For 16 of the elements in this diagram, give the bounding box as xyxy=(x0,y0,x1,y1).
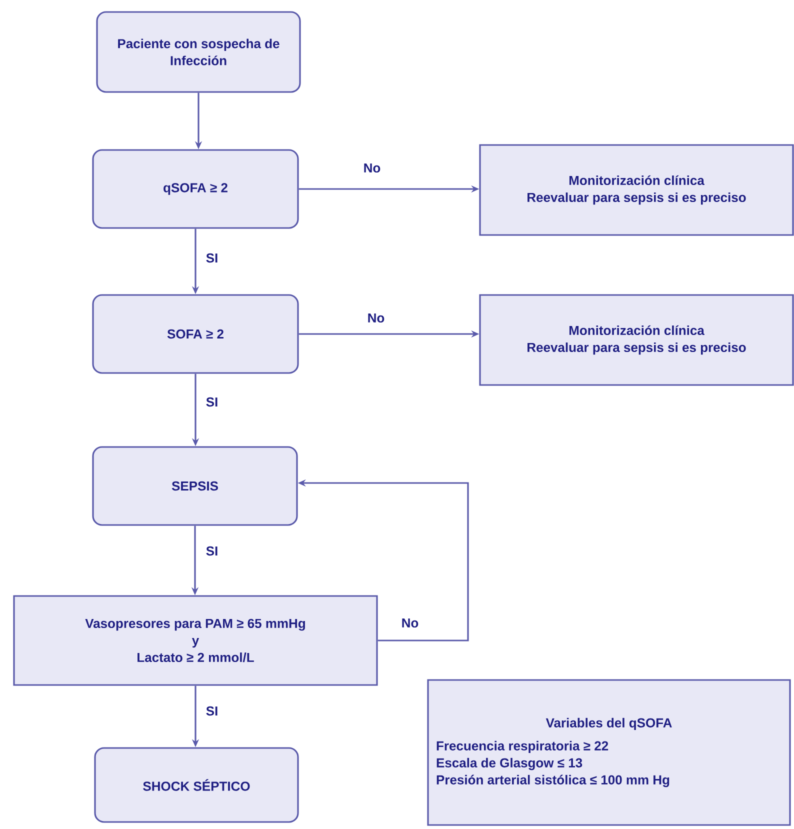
process-box: qSOFA ≥ 2 xyxy=(92,149,299,229)
edge-label: No xyxy=(362,162,382,174)
info-box: Vasopresores para PAM ≥ 65 mmHg y Lactato ≥ 2 mmol/L xyxy=(13,595,378,686)
process-box: SHOCK SÉPTICO xyxy=(94,747,299,823)
edge-label: No xyxy=(366,312,386,324)
edge-label: SI xyxy=(204,705,220,717)
info-box: Variables del qSOFA Frecuencia respiratoria ≥ 22 Escala de Glasgow ≤ 13 Presión arterial sistólica ≤ 100 mm Hg xyxy=(427,679,791,826)
process-box: Paciente con sospecha de Infección xyxy=(96,11,301,93)
process-box: SOFA ≥ 2 xyxy=(92,294,299,374)
edge-label: SI xyxy=(204,545,220,557)
edge-label: SI xyxy=(204,396,220,408)
info-box: Monitorización clínica Reevaluar para sepsis si es preciso xyxy=(479,294,794,386)
info-box: Monitorización clínica Reevaluar para sepsis si es preciso xyxy=(479,144,794,236)
edge-label: SI xyxy=(204,252,220,264)
edge-label: No xyxy=(400,617,420,629)
process-box: SEPSIS xyxy=(92,446,298,526)
